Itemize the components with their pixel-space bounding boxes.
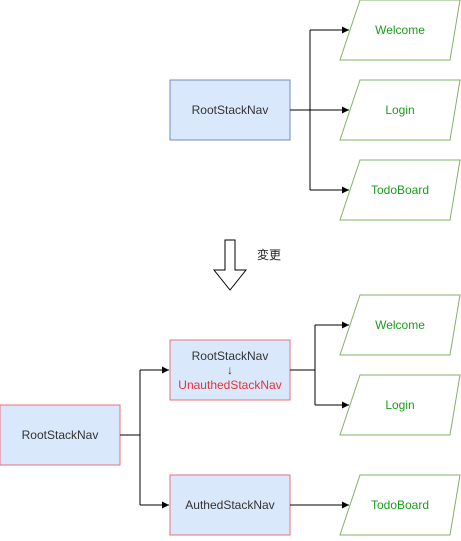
top-diagram: RootStackNav Welcome Login TodoBoard xyxy=(169,0,461,221)
top-login-node[interactable] xyxy=(339,79,461,141)
bottom-login-node[interactable] xyxy=(339,374,461,436)
bottom-todoboard-node[interactable] xyxy=(339,474,461,536)
bottom-root-label: RootStackNav xyxy=(22,428,99,442)
bottom-diagram: RootStackNav RootStackNav ↓ UnauthedStac… xyxy=(0,294,461,536)
top-login-label: Login xyxy=(385,103,414,117)
top-root-label: RootStackNav xyxy=(192,103,269,117)
unauthed-label-line2: UnauthedStackNav xyxy=(178,378,281,392)
top-root-node[interactable] xyxy=(169,79,291,141)
change-indicator: 変更 xyxy=(212,239,281,291)
authed-label: AuthedStackNav xyxy=(185,498,274,512)
bottom-todoboard-label: TodoBoard xyxy=(371,498,429,512)
top-todoboard-node[interactable] xyxy=(339,159,461,221)
top-welcome-label: Welcome xyxy=(375,23,425,37)
unauthed-label-line1: RootStackNav xyxy=(192,349,269,363)
bottom-welcome-node[interactable] xyxy=(339,294,461,356)
bottom-connectors xyxy=(120,321,349,509)
bottom-welcome-label: Welcome xyxy=(375,318,425,332)
top-todoboard-label: TodoBoard xyxy=(371,183,429,197)
bottom-login-label: Login xyxy=(385,398,414,412)
top-welcome-node[interactable] xyxy=(339,0,461,61)
top-connectors xyxy=(290,26,349,194)
unauthed-label-arrow: ↓ xyxy=(227,363,233,377)
down-arrow-icon xyxy=(212,239,248,291)
change-label: 変更 xyxy=(257,247,281,262)
